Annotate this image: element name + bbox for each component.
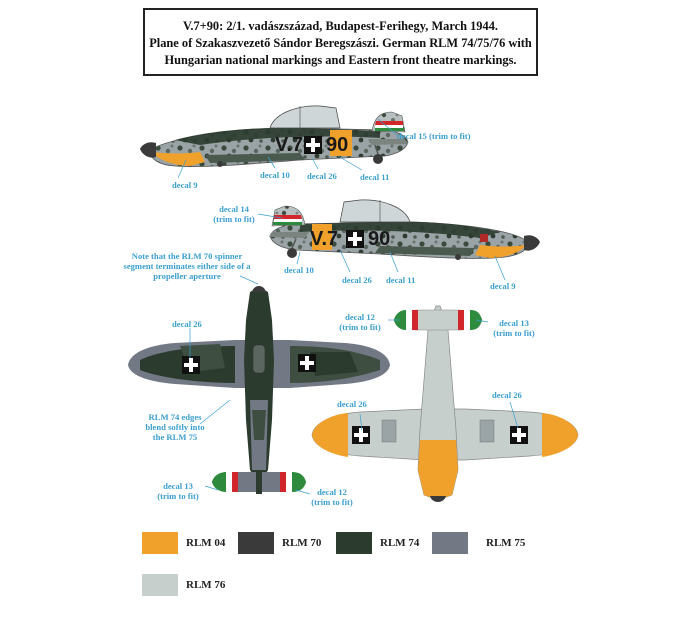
blend-note: RLM 74 edges blend softly into the RLM 7… [145, 412, 205, 442]
swatch-label-rlm-04: RLM 04 [186, 537, 226, 549]
swatch-rlm-76 [142, 574, 178, 596]
callout-decal-26-a: decal 26 [307, 171, 337, 181]
callout-decal-12-a: decal 12 (trim to fit) [311, 487, 353, 507]
top-cross-right [298, 354, 316, 372]
callout-decal-26-d: decal 26 [337, 399, 367, 409]
bottom-cross-left [352, 426, 370, 444]
swatch-rlm-74 [336, 532, 372, 554]
bottom-cross-right [510, 426, 528, 444]
yellow-nose-underside-1 [152, 152, 205, 166]
side-view-right-facing: V.7 90 [257, 199, 540, 281]
yellow-nose-underside-bottom [418, 440, 458, 500]
side-view-left-facing: V.7 90 [140, 105, 409, 179]
callout-decal-13-a: decal 13 (trim to fit) [157, 481, 199, 501]
callout-decal-14: decal 14 (trim to fit) [213, 204, 255, 224]
yellow-nose-underside-2 [475, 245, 526, 258]
bottom-view [311, 305, 579, 502]
spinner-note: Note that the RLM 70 spinner segment ter… [123, 251, 251, 281]
swatch-label-rlm-75: RLM 75 [486, 537, 526, 549]
code-right-2: 90 [368, 228, 390, 250]
code-right-1: 90 [326, 134, 348, 156]
callout-decal-26-c: decal 26 [172, 319, 202, 329]
yellow-wingtip-right [542, 413, 578, 457]
callout-decal-11-a: decal 11 [360, 172, 390, 182]
code-left-2: V.7 [310, 228, 338, 250]
callout-decal-10-b: decal 10 [284, 265, 314, 275]
swatch-label-rlm-74: RLM 74 [380, 537, 420, 549]
title-line-3: Hungarian national markings and Eastern … [164, 53, 517, 67]
swatch-label-rlm-76: RLM 76 [186, 579, 226, 591]
callout-decal-13-b: decal 13 (trim to fit) [493, 318, 535, 338]
swatch-rlm-04 [142, 532, 178, 554]
callout-decal-9-a: decal 9 [172, 180, 198, 190]
title-line-2: Plane of Szakaszvezető Sándor Beregszász… [149, 36, 532, 50]
top-view [128, 275, 390, 495]
callout-decal-12-b: decal 12 (trim to fit) [339, 312, 381, 332]
title-box: V.7+90: 2/1. vadászszázad, Budapest-Feri… [143, 8, 538, 76]
title-line-1: V.7+90: 2/1. vadászszázad, Budapest-Feri… [183, 19, 498, 33]
callout-decal-26-b: decal 26 [342, 275, 372, 285]
yellow-fuselage-band-1 [330, 130, 352, 156]
callout-decal-11-b: decal 11 [386, 275, 416, 285]
callout-decal-10-a: decal 10 [260, 170, 290, 180]
swatch-rlm-70 [238, 532, 274, 554]
swatch-label-rlm-70: RLM 70 [282, 537, 322, 549]
callout-decal-9-b: decal 9 [490, 281, 516, 291]
code-left-1: V.7 [275, 134, 303, 156]
yellow-wingtip-left [312, 413, 348, 457]
yellow-fuselage-band-2 [312, 224, 332, 250]
callout-decal-15: decal 15 (trim to fit) [397, 131, 471, 141]
swatch-rlm-75 [432, 532, 468, 554]
callout-decal-26-e: decal 26 [492, 390, 522, 400]
top-cross-left [182, 356, 200, 374]
